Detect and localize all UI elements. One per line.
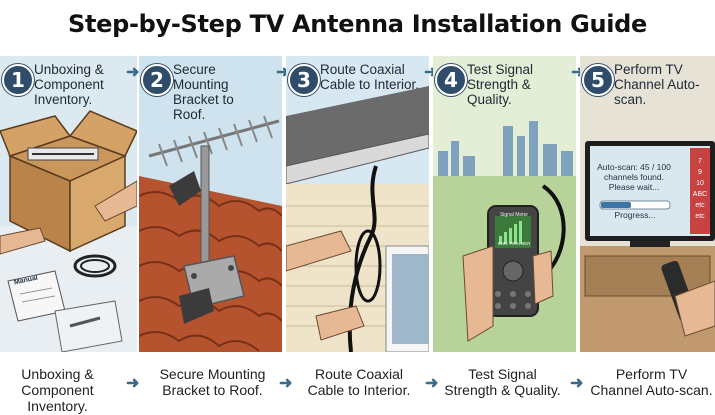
channel-item: etc [695,202,705,209]
step-3-header: 3 Route Coaxial Cable to Interior. [286,56,429,112]
step-1-label: Unboxing & Component Inventory. [34,62,104,107]
step-5-badge: 5 [582,64,614,96]
panel-unboxing: 1 Unboxing & Component Inventory. Manual [0,56,137,352]
page-title: Step-by-Step TV Antenna Installation Gui… [67,10,648,38]
caption-5: Perform TV Channel Auto-scan. [590,366,713,398]
meter-reading: SNR: 78%, BER [497,241,531,246]
channel-list: 7 9 10 ABC etc etc [690,156,710,222]
channel-item: 9 [698,169,702,176]
cable-routing-illustration [286,86,429,352]
caption-1: Unboxing & Component Inventory. [21,366,94,414]
tv-scan-illustration [580,141,715,352]
step-5-label: Perform TV Channel Auto-scan. [614,62,700,107]
meter-label: Signal Meter [499,212,529,218]
unboxing-illustration [0,110,137,352]
scan-status-line-1: Auto-scan: 45 / 100 [597,162,671,172]
caption-2: Secure Mounting Bracket to Roof. [159,366,266,398]
panel-signal-test: Signal Meter SNR: 78%, BER 4 Test Signal… [433,56,576,352]
step-2-badge: 2 [141,64,173,96]
roof-bracket-illustration [139,115,282,352]
scan-progress-label: Progress... [614,210,656,220]
caption-4: Test Signal Strength & Quality. [444,366,561,398]
step-2-header: 2 Secure Mounting Bracket to Roof. [139,56,282,122]
channel-item: etc [695,213,705,220]
caption-3: Route Coaxial Cable to Interior. [307,366,411,398]
step-4-header: 4 Test Signal Strength & Quality. [433,56,576,112]
arrow-right-icon: ➜ [279,375,293,392]
step-1-header: 1 Unboxing & Component Inventory. [0,56,137,112]
step-2-label: Secure Mounting Bracket to Roof. [173,62,234,122]
channel-item: 10 [696,180,704,187]
arrow-right-icon: ➜ [126,64,140,81]
signal-meter-illustration [433,121,576,352]
step-4-badge: 4 [435,64,467,96]
scan-status-line-2: channels found. [603,172,665,182]
channel-item: ABC [692,191,708,198]
panel-cable-routing: 3 Route Coaxial Cable to Interior. [286,56,429,352]
step-5-header: 5 Perform TV Channel Auto-scan. [580,56,715,112]
panel-mounting: 2 Secure Mounting Bracket to Roof. [139,56,282,352]
arrow-right-icon: ➜ [570,375,584,392]
step-3-badge: 3 [288,64,320,96]
step-1-badge: 1 [2,64,34,96]
step-4-label: Test Signal Strength & Quality. [467,62,534,107]
arrow-right-icon: ➜ [126,375,140,392]
step-3-label: Route Coaxial Cable to Interior. [320,62,420,92]
arrow-right-icon: ➜ [425,375,439,392]
channel-item: 7 [698,158,702,165]
scan-status-line-3: Please wait... [608,182,660,192]
panel-auto-scan: Auto-scan: 45 / 100 channels found. Plea… [580,56,715,352]
